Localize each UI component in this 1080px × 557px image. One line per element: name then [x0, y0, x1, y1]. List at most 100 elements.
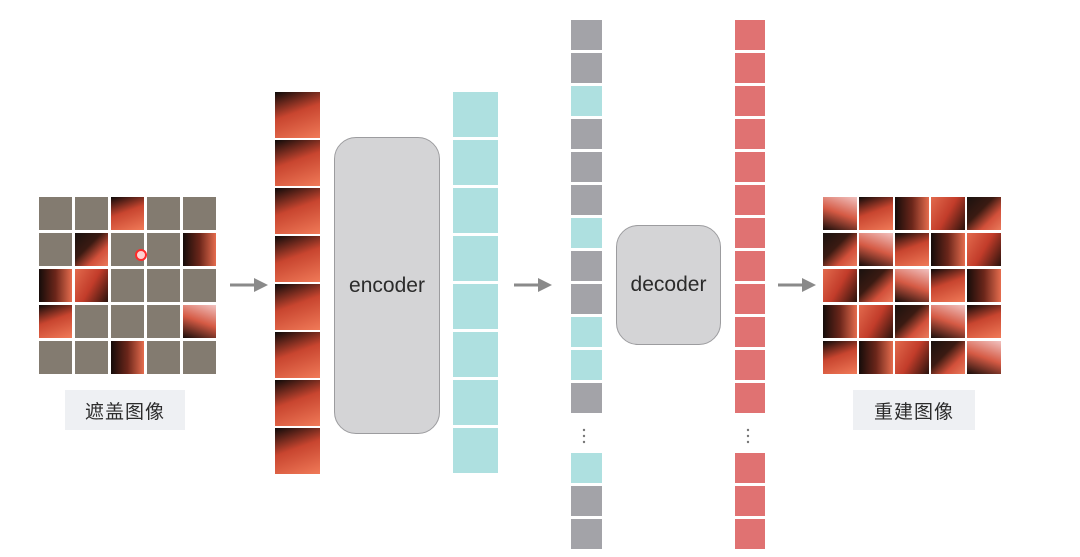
reconstruction-token — [735, 486, 765, 516]
reconstructed-patch — [823, 197, 857, 230]
reconstructed-patch — [859, 341, 893, 374]
masked-patch — [111, 305, 144, 338]
reconstruction-token — [735, 86, 765, 116]
reconstruction-token — [735, 119, 765, 149]
visible-patch — [39, 305, 72, 338]
masked-patch — [39, 233, 72, 266]
encoder-label: encoder — [349, 273, 425, 297]
reconstructed-patch — [931, 341, 965, 374]
visible-patch — [111, 341, 144, 374]
reconstructed-patch — [931, 197, 965, 230]
masked-patch — [75, 341, 108, 374]
image-patch — [275, 188, 320, 234]
visible-patch — [39, 269, 72, 302]
masked-patch — [111, 269, 144, 302]
encoded-token — [571, 86, 602, 116]
reconstructed-patch — [895, 233, 929, 266]
encoder-token — [453, 140, 498, 185]
reconstruction-token — [735, 383, 765, 413]
masked-patch — [147, 269, 180, 302]
reconstructed-patch — [823, 233, 857, 266]
masked-patch — [183, 269, 216, 302]
reconstruction-token — [735, 453, 765, 483]
reconstructed-patch — [931, 233, 965, 266]
reconstructed-patch — [895, 197, 929, 230]
encoded-token — [571, 317, 602, 347]
masked-patch — [75, 197, 108, 230]
mask-token — [571, 119, 602, 149]
encoder-token — [453, 92, 498, 137]
ellipsis-icon — [582, 428, 586, 444]
visible-patch — [111, 197, 144, 230]
reconstructed-patch — [823, 269, 857, 302]
mask-token — [571, 383, 602, 413]
mask-token — [571, 251, 602, 281]
reconstruction-token — [735, 284, 765, 314]
reconstruction-token — [735, 519, 765, 549]
mask-token — [571, 284, 602, 314]
encoded-token — [571, 453, 602, 483]
mask-token — [571, 185, 602, 215]
visible-patch — [75, 233, 108, 266]
reconstructed-patch — [931, 305, 965, 338]
encoder-token — [453, 428, 498, 473]
encoder-token — [453, 188, 498, 233]
image-patch — [275, 236, 320, 282]
pointer-dot-icon — [135, 249, 147, 261]
masked-patch — [39, 197, 72, 230]
masked-patch — [183, 341, 216, 374]
image-patch — [275, 140, 320, 186]
reconstructed-patch — [895, 269, 929, 302]
reconstructed-patch — [859, 269, 893, 302]
reconstructed-patch — [823, 341, 857, 374]
visible-patch — [75, 269, 108, 302]
reconstructed-patch — [859, 305, 893, 338]
reconstructed-image-label: 重建图像 — [853, 390, 975, 430]
masked-patch — [147, 341, 180, 374]
masked-patch — [75, 305, 108, 338]
encoder-block: encoder — [334, 137, 440, 434]
image-patch — [275, 284, 320, 330]
decoder-block: decoder — [616, 225, 721, 345]
reconstructed-patch — [859, 197, 893, 230]
reconstructed-patch — [931, 269, 965, 302]
reconstruction-token — [735, 53, 765, 83]
masked-image-label: 遮盖图像 — [65, 390, 185, 430]
ellipsis-icon — [746, 428, 750, 444]
decoder-label: decoder — [630, 273, 707, 296]
reconstructed-patch — [967, 233, 1001, 266]
mask-token — [571, 20, 602, 50]
encoder-token — [453, 284, 498, 329]
image-patch — [275, 332, 320, 378]
masked-patch — [147, 197, 180, 230]
reconstructed-patch — [859, 233, 893, 266]
mask-token — [571, 152, 602, 182]
reconstructed-patch — [967, 341, 1001, 374]
masked-image-grid — [39, 197, 216, 374]
visible-patch — [183, 233, 216, 266]
mask-token — [571, 53, 602, 83]
reconstruction-token — [735, 251, 765, 281]
visible-patch — [183, 305, 216, 338]
reconstruction-token — [735, 218, 765, 248]
image-patch — [275, 92, 320, 138]
masked-patch — [183, 197, 216, 230]
reconstruction-token — [735, 317, 765, 347]
image-patch — [275, 428, 320, 474]
mask-token — [571, 486, 602, 516]
encoder-token — [453, 380, 498, 425]
arrow-right-icon — [230, 278, 268, 292]
encoded-token — [571, 218, 602, 248]
encoded-token — [571, 350, 602, 380]
reconstruction-token — [735, 185, 765, 215]
reconstructed-patch — [895, 305, 929, 338]
mask-token — [571, 519, 602, 549]
reconstructed-patch — [967, 269, 1001, 302]
masked-patch — [147, 305, 180, 338]
masked-patch — [147, 233, 180, 266]
reconstruction-token — [735, 152, 765, 182]
reconstruction-token — [735, 350, 765, 380]
encoder-token — [453, 332, 498, 377]
reconstructed-patch — [823, 305, 857, 338]
masked-patch — [39, 341, 72, 374]
